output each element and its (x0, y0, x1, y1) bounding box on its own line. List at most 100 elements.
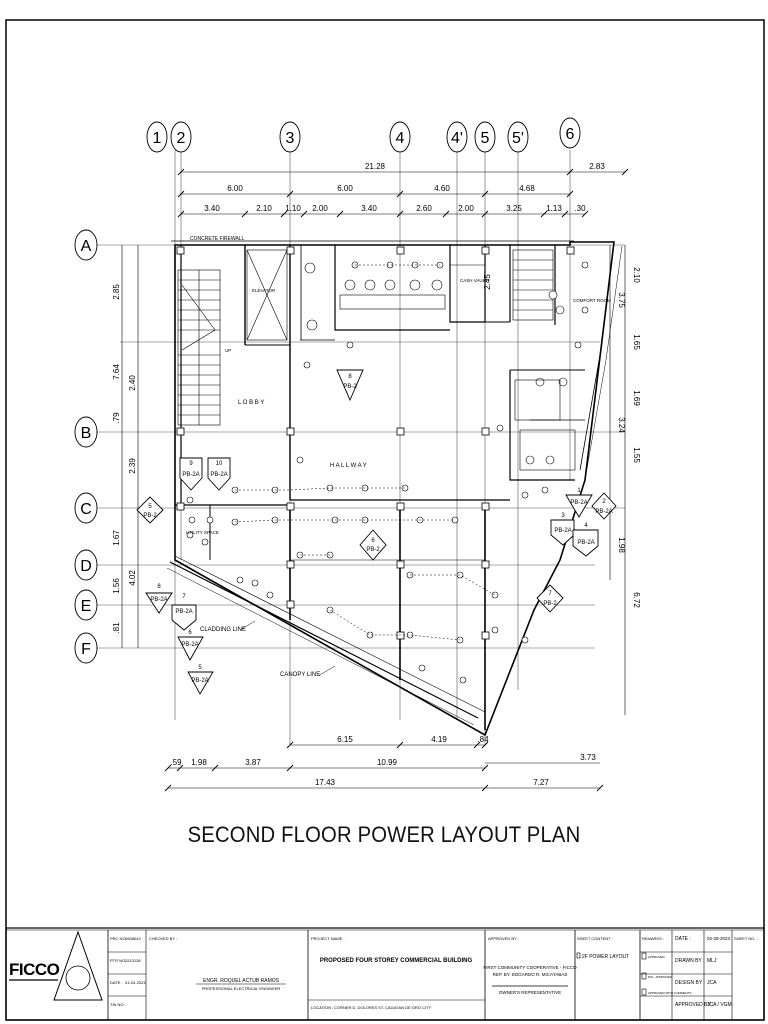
dim-top-right: 2.83 (589, 162, 605, 171)
remarks-checkboxes (641, 952, 647, 996)
dim-row3: .30 (574, 204, 586, 213)
dim-left: 2.40 (128, 375, 137, 391)
dim-row3: 2.00 (458, 204, 474, 213)
owner-line1: FIRST COMMUNITY COOPERATIVE - FICCO (483, 965, 577, 970)
logo-text: FICCO (9, 960, 60, 979)
dim-inner-right: 2.45 (483, 274, 492, 290)
sheet-content-checkbox (576, 952, 581, 959)
room-labels: CONCRETE FIREWALL ELEVATOR L O B B Y H A… (186, 236, 611, 678)
dim-bottom-row1: 3.87 (245, 758, 261, 767)
label-canopy: CANOPY LINE (280, 672, 320, 678)
sheet-content-label: SHEET CONTENT : (577, 936, 613, 941)
panel-tag-num: 6 (371, 538, 375, 544)
panel-tag-label: PB-2A (175, 609, 192, 615)
grid-bubbles (74, 117, 581, 664)
approved2-label: APPROVED BY : (675, 1002, 714, 1008)
dim-row2: 4.68 (519, 184, 535, 193)
label-leaders (239, 620, 336, 677)
owner-role: OWNER'S REPRESENTATIVE (499, 990, 561, 995)
checked-label: CHECKED BY : (149, 936, 177, 941)
panel-tag-num: 2 (602, 499, 606, 505)
panel-tag-num: 8 (157, 584, 161, 590)
panel-tag-label: PB-2A (182, 472, 199, 478)
remark-disapproved: DIS - APPROVED (648, 975, 673, 979)
drawn-value: MLJ (707, 958, 717, 964)
dim-bottom-row1: 1.98 (191, 758, 207, 767)
dim-row3: 1.10 (285, 204, 301, 213)
dim-row3: 2.10 (256, 204, 272, 213)
panel-tag-label: PB-2A (577, 540, 594, 546)
panel-tag-num: 6 (188, 630, 192, 636)
dim-left: 1.67 (112, 530, 121, 546)
logo-emblem (65, 965, 91, 991)
grid-row-a: A (81, 238, 92, 255)
label-up: UP (225, 348, 231, 353)
panel-tag-label: PB-2A (570, 500, 587, 506)
dim-left: .81 (112, 622, 121, 634)
date2-label: DATE : (675, 936, 691, 942)
dim-row3: 2.60 (416, 204, 432, 213)
panel-tag-label: PB-2A (595, 509, 612, 515)
grid-bubble-labels: 1 2 3 4 4' 5 5' 6 A B C D E F (80, 126, 574, 658)
panel-tag-label: PB-2 (543, 601, 557, 607)
stair-left (177, 269, 221, 426)
grid-col-2: 2 (177, 130, 186, 147)
dim-left: 1.56 (112, 578, 121, 594)
dim-bottom-right: 3.73 (580, 753, 596, 762)
dim-row3: 1.13 (546, 204, 562, 213)
panel-tag-shapes (136, 369, 617, 695)
dim-right: 3.24 (617, 417, 626, 433)
building-walls (166, 240, 623, 737)
label-comfort: COMFORT ROOM (573, 298, 611, 303)
panel-tag-label: PB-2A (210, 472, 227, 478)
dim-right: 6.72 (632, 592, 641, 608)
dim-right: 2.10 (632, 267, 641, 283)
label-lobby: L O B B Y (238, 400, 264, 406)
title-block-text: PRC NO. : 0008643 PTR NO. : 2213138 DATE… (110, 936, 758, 1010)
dim-left: 2.39 (128, 458, 137, 474)
dim-right: 1.98 (617, 537, 626, 553)
engineer-name: ENGR. ROQUEL ACTUB RAMOS (203, 978, 280, 984)
panel-tag-num: 5 (198, 665, 202, 671)
grid-col-1: 1 (153, 130, 162, 147)
dim-right: 3.75 (617, 292, 626, 308)
sheet-no-label: SHEET NO. : (734, 936, 758, 941)
dim-top-total: 21.28 (365, 162, 386, 171)
remark-approved: APPROVED (648, 955, 666, 959)
panel-tag-label: PB-2A (181, 642, 198, 648)
dim-row2: 6.00 (337, 184, 353, 193)
engineer-role: PROFESSIONAL ELECTRICAL ENGINEER (202, 986, 281, 991)
dim-row3: 3.40 (361, 204, 377, 213)
grid-row-b: B (81, 425, 92, 442)
dim-bottom-row1: .59 (170, 758, 182, 767)
panel-tag-num: 3 (561, 513, 565, 519)
grid-row-c: C (80, 501, 92, 518)
design-label: DESIGN BY : (675, 980, 705, 986)
dimension-text: 21.28 2.83 6.00 6.00 4.60 4.68 3.40 2.10… (170, 162, 605, 787)
grid-col-3: 3 (286, 130, 295, 147)
dim-bottom-total: 17.43 (315, 778, 336, 787)
panel-tag-label: PB-2A (554, 528, 571, 534)
dim-right: 1.65 (632, 334, 641, 350)
dim-bottom-mid: 4.19 (431, 735, 447, 744)
dim-right: 1.69 (632, 390, 641, 406)
project-label: PROJECT NAME : (311, 936, 345, 941)
grid-col-5: 5 (481, 130, 490, 147)
dim-right: 1.55 (632, 447, 641, 463)
dim-row3: 3.25 (506, 204, 522, 213)
dim-row3: 2.00 (312, 204, 328, 213)
grid-row-e: E (81, 598, 92, 615)
dim-bottom-mid: 6.15 (337, 735, 353, 744)
company-logo: FICCO (9, 930, 103, 1001)
sheet-content-value: 2F POWER LAYOUT (582, 954, 629, 960)
date-value: 01-03-2023 (125, 980, 146, 985)
tin-label: TIN NO. : (110, 1002, 127, 1007)
remarks-label: REMARKS : (642, 936, 664, 941)
panel-tag-num: 1 (577, 488, 581, 494)
panel-tag-num: 5 (148, 504, 152, 510)
approved2-value: JCA / VGM (707, 1002, 732, 1008)
dim-row3: 3.40 (204, 204, 220, 213)
conduit-runs (234, 264, 496, 641)
date2-value: 02-28-2023 (707, 936, 731, 941)
